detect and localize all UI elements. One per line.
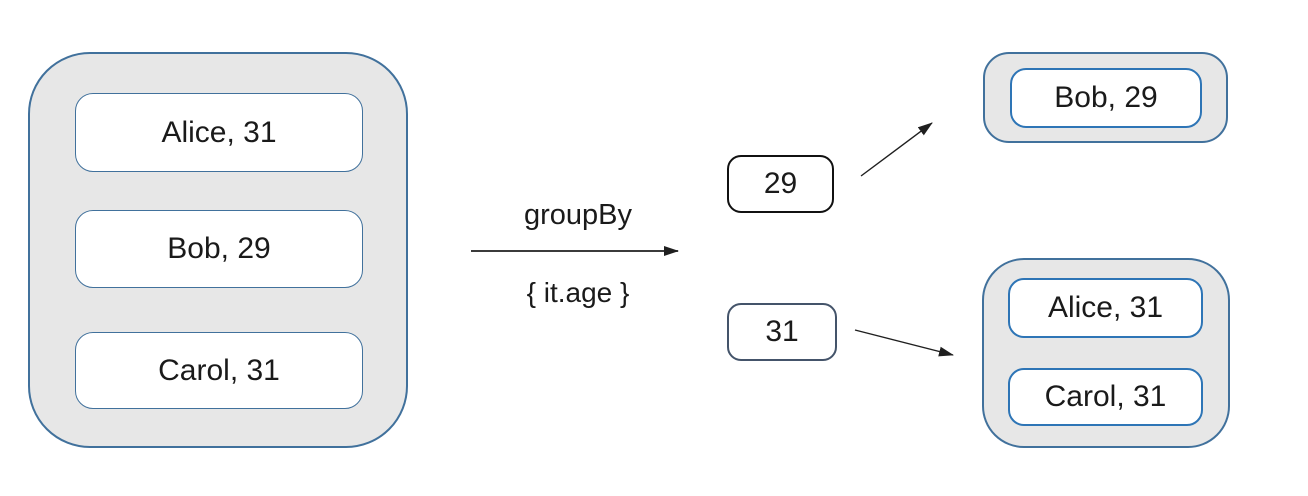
source-item: Bob, 29 [75, 210, 363, 288]
group-item: Carol, 31 [1008, 368, 1203, 426]
key-box-31: 31 [727, 303, 837, 361]
source-item: Alice, 31 [75, 93, 363, 172]
group-item: Bob, 29 [1010, 68, 1202, 128]
arrow-key31-to-group [854, 329, 954, 357]
groupby-label: groupBy [523, 199, 632, 231]
lambda-label: { it.age } [526, 277, 630, 308]
arrow-key29-to-group [860, 122, 933, 177]
key-box-29: 29 [727, 155, 834, 213]
group-item: Alice, 31 [1008, 278, 1203, 338]
source-item: Carol, 31 [75, 332, 363, 409]
